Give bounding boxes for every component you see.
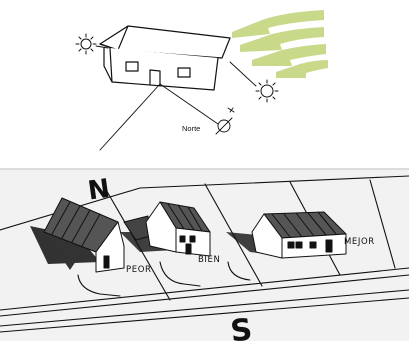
sun-icon <box>256 80 278 102</box>
north-compass-icon <box>216 108 234 134</box>
north-letter: N <box>86 174 112 207</box>
bien-label: BIEN <box>198 255 220 265</box>
south-letter: S <box>229 312 254 341</box>
norte-label: Norte <box>182 124 200 133</box>
wind-arrows <box>232 10 328 78</box>
mejor-label: MEJOR <box>344 237 375 247</box>
peor-label: PEOR <box>126 265 152 275</box>
top-illustration: Norte <box>76 10 328 150</box>
sun-icon <box>76 34 96 54</box>
bottom-illustration: N <box>0 168 409 341</box>
house-top <box>100 26 230 90</box>
